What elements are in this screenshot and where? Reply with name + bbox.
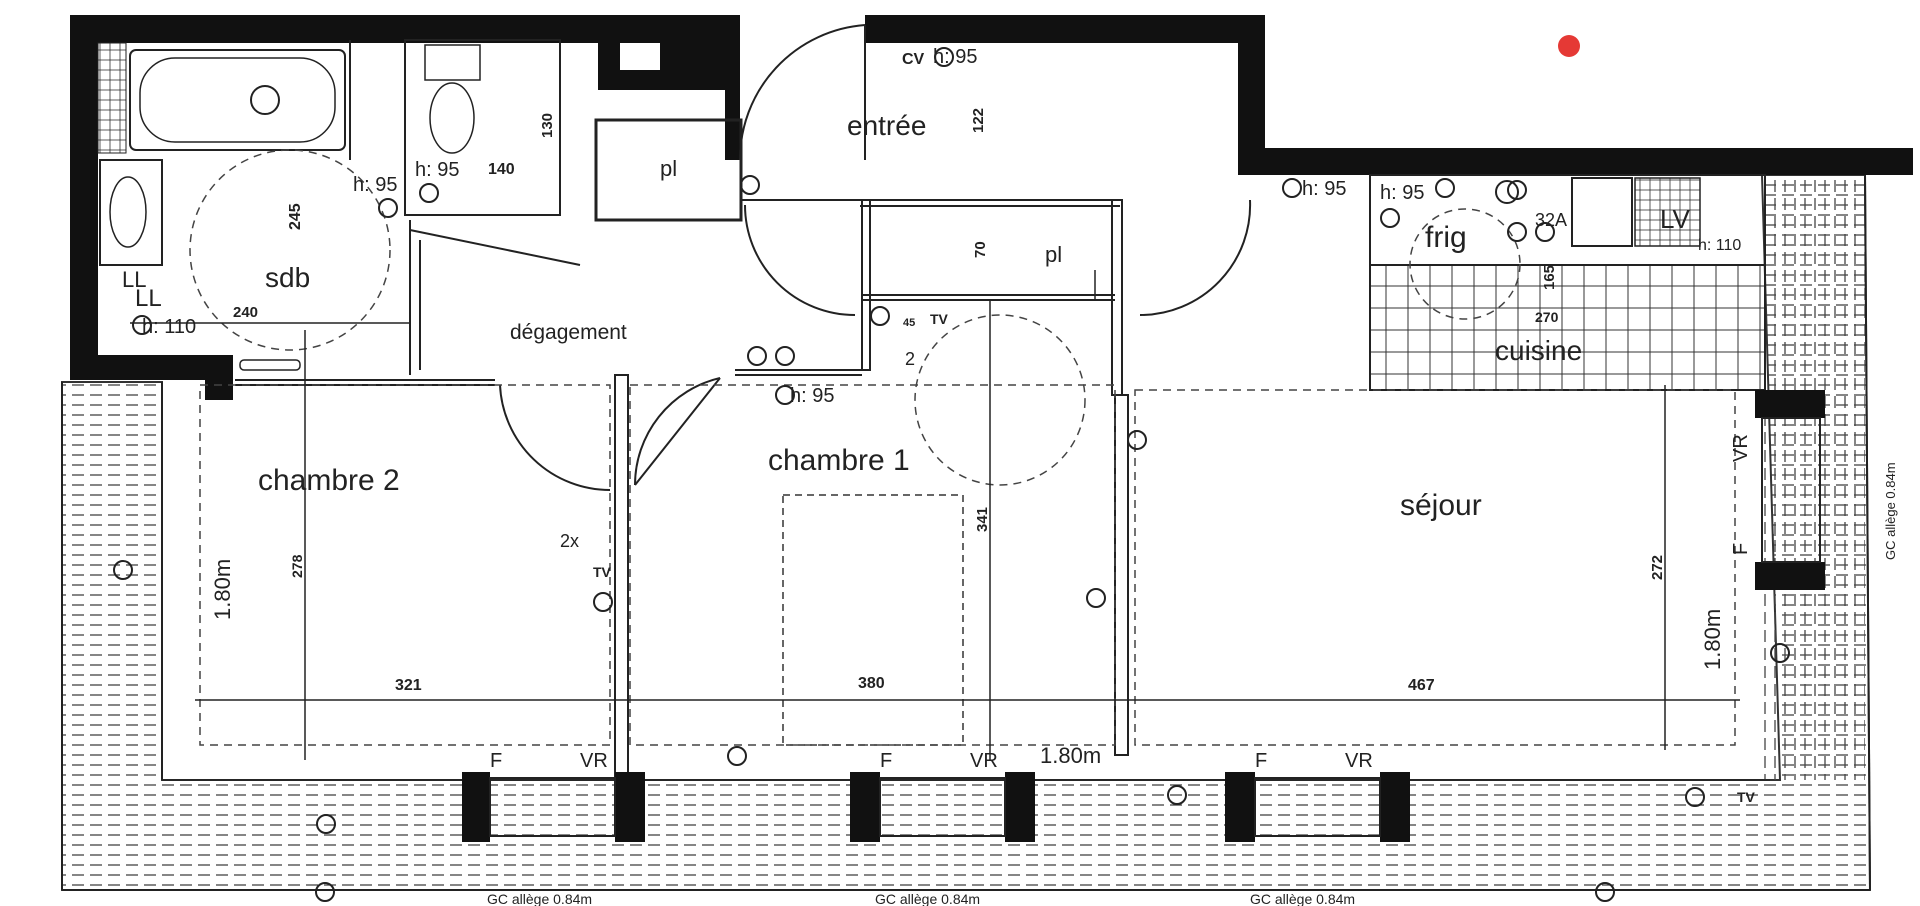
tv-label-chambre2: TV: [593, 564, 612, 580]
room-label-sejour: séjour: [1400, 489, 1482, 522]
gc-note-right: GC allège 0.84m: [1883, 462, 1898, 560]
dim-sejour-height: 272: [1649, 555, 1666, 580]
tv-label-chambre1: TV: [930, 311, 949, 327]
kitchen-fixtures: [1369, 174, 1766, 391]
dim-ch1-width: 380: [858, 675, 885, 692]
windows: [462, 390, 1825, 842]
free-height-mid: 1.80m: [1040, 743, 1101, 768]
exterior-walls: [70, 15, 1913, 400]
gc-note-1: GC allège 0.84m: [487, 891, 592, 906]
f-label-ch1: F: [880, 750, 892, 772]
dim-ch1-height: 341: [974, 507, 991, 532]
dim-ch2-height: 278: [289, 554, 305, 578]
free-height-ch2: 1.80m: [210, 559, 235, 620]
height-label-sejour: h: 95: [1302, 178, 1346, 200]
height-label-ll: h: 110: [142, 316, 196, 338]
height-label-sdb: h: 95: [353, 174, 397, 196]
count-label: 2: [905, 349, 915, 369]
turning-circles: [782, 314, 1086, 746]
room-label-chambre-2: chambre 2: [258, 464, 400, 497]
ll-label-2: LL: [135, 285, 162, 312]
height-label-chambre: h: 95: [790, 385, 834, 407]
room-label-sdb: sdb: [265, 262, 310, 293]
location-marker: [1558, 35, 1580, 57]
tv-label-sejour: TV: [1737, 789, 1756, 805]
dim-sdb-diameter: 245: [287, 203, 304, 230]
sink-label: LV: [1660, 204, 1691, 234]
dim-wc-width: 140: [488, 161, 515, 178]
height-label-kitchen-right: h: 110: [1698, 237, 1741, 254]
balcony: [61, 174, 1872, 891]
room-label-chambre-1: chambre 1: [768, 444, 910, 477]
fridge-label: frig: [1425, 221, 1467, 254]
dim-entry-height: 122: [970, 108, 987, 133]
dim-closet-height: 70: [972, 241, 989, 258]
ll-label-1: LL: [122, 267, 146, 292]
room-label-entree: entrée: [847, 110, 926, 141]
room-label-pl-2: pl: [1045, 242, 1062, 267]
room-label-degagement: dégagement: [510, 321, 627, 344]
f-label-ch2: F: [490, 750, 502, 772]
height-label-wc: h: 95: [415, 159, 459, 181]
doors: [409, 24, 1252, 492]
electrical-symbols: [113, 47, 1790, 902]
dim-ch2-width: 321: [395, 677, 422, 694]
clearance-zones: [199, 384, 1736, 746]
cv-label: CV: [902, 51, 925, 68]
dim-wc-height: 130: [539, 113, 556, 138]
accessibility-icon: [250, 85, 280, 115]
f-label-right: F: [1730, 543, 1752, 555]
room-label-cuisine: cuisine: [1495, 335, 1582, 366]
vr-label-ch1: VR: [970, 750, 998, 772]
height-label-entree: h: 95: [933, 46, 977, 68]
vr-label-right: VR: [1730, 434, 1752, 462]
gc-note-2: GC allège 0.84m: [875, 891, 980, 906]
dim-sejour-width: 467: [1408, 677, 1435, 694]
gc-note-3: GC allège 0.84m: [1250, 891, 1355, 906]
dim-kitchen-height: 165: [1541, 265, 1558, 290]
f-label-sejour: F: [1255, 750, 1267, 772]
vr-label-ch2: VR: [580, 750, 608, 772]
free-height-sejour: 1.80m: [1700, 609, 1725, 670]
vr-label-sejour: VR: [1345, 750, 1373, 772]
height-label-cuisine: h: 95: [1380, 182, 1424, 204]
count-label-2x: 2x: [560, 531, 579, 551]
cooktop-label: 32A: [1535, 210, 1567, 230]
dim-kitchen-width: 270: [1535, 309, 1559, 325]
network-label: 45: [903, 317, 915, 329]
dimension-lines: [195, 270, 1740, 760]
bathroom-fixtures: [97, 42, 560, 371]
room-label-pl-1: pl: [660, 156, 677, 181]
dim-sdb-width: 240: [233, 304, 258, 321]
